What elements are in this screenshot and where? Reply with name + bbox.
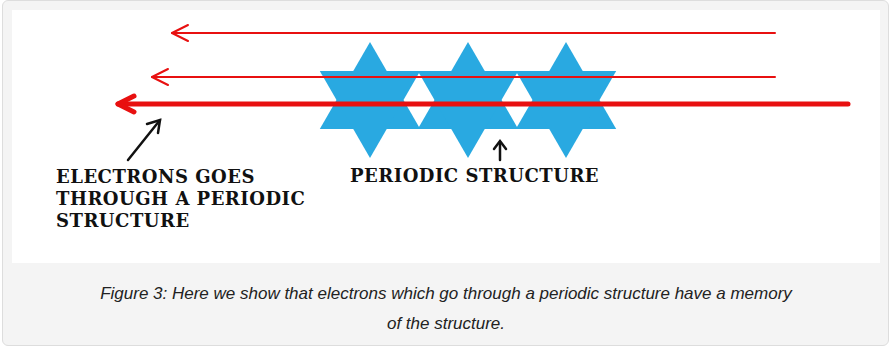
star-triangle — [320, 71, 420, 158]
electron-path — [152, 76, 775, 78]
electron-arrows — [118, 25, 848, 112]
figure-ground — [12, 10, 880, 263]
electron-path — [172, 32, 775, 34]
arrow-head — [152, 69, 168, 85]
arrow-head — [118, 96, 134, 112]
arrow-head — [494, 141, 506, 149]
arrow-head — [147, 120, 160, 133]
leader-line — [499, 142, 502, 160]
electron-path — [118, 102, 848, 107]
star-triangle — [418, 71, 518, 158]
leader-line — [128, 120, 160, 160]
electron-label: ELECTRONS GOES THROUGH A PERIODIC STRUCT… — [56, 166, 318, 232]
leader-arrows — [128, 120, 506, 160]
periodic-structure — [320, 42, 616, 158]
arrow-head — [172, 25, 188, 41]
figure-caption: Figure 3: Here we show that electrons wh… — [96, 279, 796, 339]
structure-label: PERIODIC STRUCTURE — [350, 165, 650, 187]
star-triangle — [516, 71, 616, 158]
